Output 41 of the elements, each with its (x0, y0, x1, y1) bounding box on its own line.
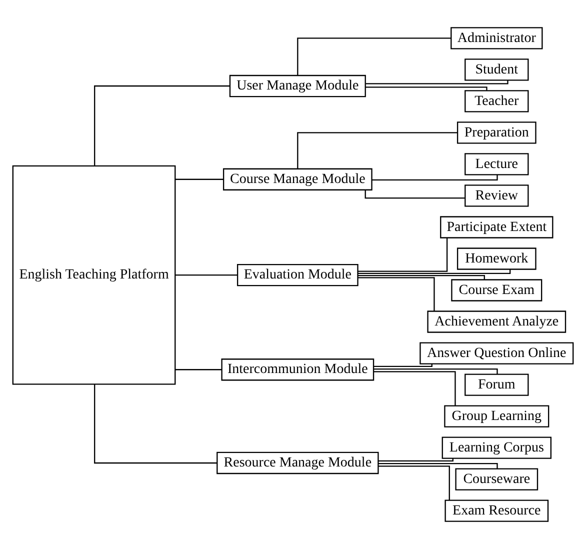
connector (94, 384, 218, 464)
node-box: Forum (464, 373, 529, 396)
node-box: Teacher (464, 90, 529, 112)
node-box: Resource Manage Module (216, 451, 379, 474)
node-box: Preparation (456, 121, 536, 144)
node-box: Learning Corpus (442, 436, 552, 458)
connector (374, 363, 432, 366)
node-box: Achievement Analyze (427, 310, 566, 332)
connector (378, 462, 498, 468)
node-box: Review (464, 184, 529, 206)
connector (297, 132, 458, 168)
node-box: Group Learning (444, 404, 550, 427)
connector (175, 368, 222, 370)
node-box: Student (464, 58, 529, 80)
node-box: Participate Extent (440, 216, 554, 238)
connector (364, 190, 465, 198)
connector (358, 276, 435, 311)
node-box: Course Manage Module (222, 168, 372, 190)
node-box: Homework (456, 247, 536, 270)
node-box: Course Exam (451, 278, 542, 301)
connector (374, 368, 498, 374)
node-box: Courseware (455, 468, 538, 490)
node-box: Administrator (450, 26, 543, 49)
node-box: Evaluation Module (236, 264, 358, 286)
node-box: Lecture (464, 152, 529, 175)
connector (358, 274, 485, 280)
connector (175, 178, 224, 180)
connector (378, 465, 450, 500)
connector (358, 237, 448, 272)
connector (365, 86, 488, 90)
connector (175, 274, 238, 276)
node-box: Intercommunion Module (221, 358, 374, 380)
node-box: Exam Resource (444, 499, 549, 522)
connector (297, 37, 451, 75)
connector (378, 458, 454, 462)
node-box: Answer Question Online (420, 342, 574, 364)
connector (372, 174, 498, 180)
node-box: User Manage Module (229, 74, 366, 97)
connector (94, 84, 230, 166)
node-box: English Teaching Platform (12, 164, 176, 384)
connector (374, 370, 456, 405)
